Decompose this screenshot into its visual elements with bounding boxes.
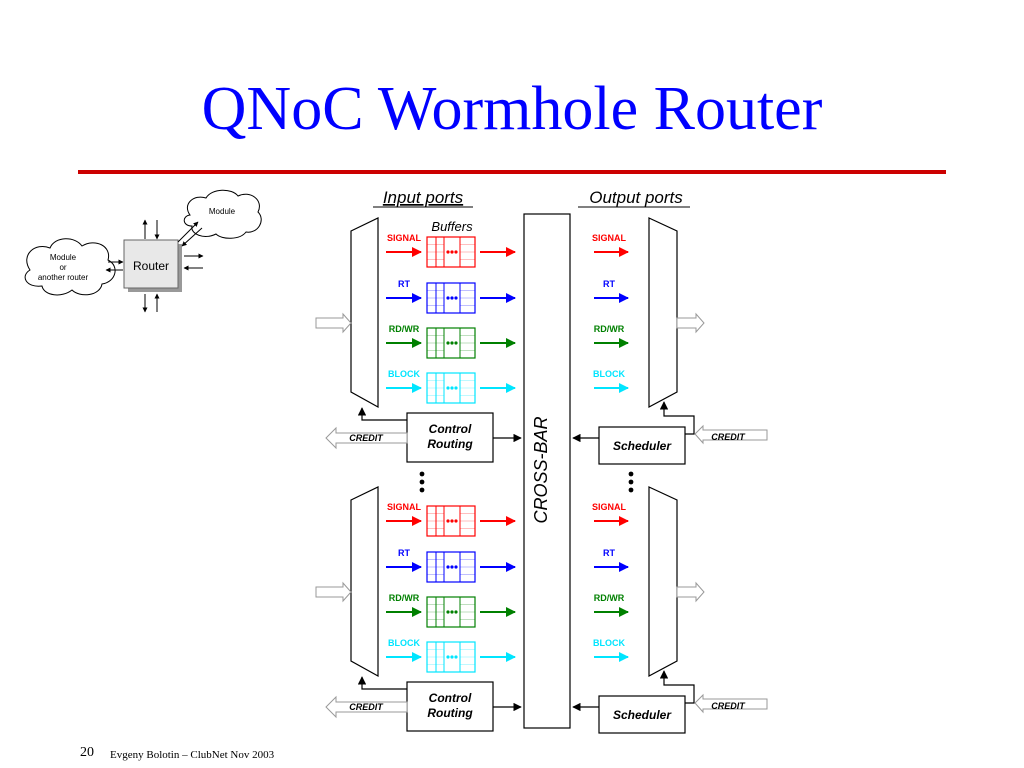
lane-signal: SIGNAL SIGNAL: [386, 233, 629, 268]
port-group-2: SIGNAL SIGNAL RT RT RD/WR RD/WR BLOCK BLOCK Cont…: [315, 486, 768, 734]
lane-rd-wr: RD/WR RD/WR: [386, 593, 629, 628]
credit-label-input: CREDIT: [349, 702, 384, 712]
footer-text: Evgeny Bolotin – ClubNet Nov 2003: [110, 749, 275, 761]
module-link-down: [181, 227, 203, 247]
output-lane-label: SIGNAL: [592, 233, 627, 243]
output-lane-label: BLOCK: [593, 638, 625, 648]
buffer: [426, 372, 476, 404]
scheduler-box: Scheduler: [598, 695, 686, 734]
output-lane-label: RT: [603, 279, 615, 289]
input-lane-label: BLOCK: [388, 369, 420, 379]
input-lane-label: RD/WR: [389, 324, 420, 334]
output-mux: [648, 217, 678, 409]
input-lane-label: RT: [398, 279, 410, 289]
scheduler-box: Scheduler: [598, 426, 686, 465]
input-lane-label: SIGNAL: [387, 233, 422, 243]
scheduler-to-mux-arrow: [659, 670, 695, 704]
input-lane-label: BLOCK: [388, 638, 420, 648]
overview-diagram: Module or another router Module Router: [24, 189, 262, 313]
router-box-label: Router: [133, 259, 169, 273]
control-routing-label: Control: [429, 691, 472, 705]
input-lane-label: RT: [398, 548, 410, 558]
left-cloud: Module or another router: [24, 238, 116, 296]
output-lane-label: RT: [603, 548, 615, 558]
credit-out-arrow: [325, 426, 408, 450]
credit-label-output: CREDIT: [711, 701, 746, 711]
input-mux: [350, 486, 379, 678]
buffer: [426, 551, 476, 583]
ports-ellipsis-output: [628, 471, 634, 493]
buffer: [426, 596, 476, 628]
left-cloud-line-3: another router: [38, 273, 89, 282]
routing-to-mux-arrow: [357, 676, 407, 690]
buffer: [426, 327, 476, 359]
title-underline: [78, 170, 946, 174]
lane-block: BLOCK BLOCK: [386, 369, 629, 404]
credit-label-output: CREDIT: [711, 432, 746, 442]
output-ports-label: Output ports: [589, 188, 683, 207]
port-group-1: SIGNAL SIGNAL RT RT RD/WR RD/WR BLOCK BLOCK Cont…: [315, 217, 768, 465]
buffer: [426, 282, 476, 314]
input-ports-label: Input ports: [383, 188, 464, 207]
input-link-arrow: [315, 581, 352, 603]
control-routing-label: Control: [429, 422, 472, 436]
slide-title: QNoC Wormhole Router: [201, 75, 823, 143]
control-routing-label: Routing: [427, 437, 473, 451]
input-link-arrow: [315, 312, 352, 334]
input-mux: [350, 217, 379, 409]
output-lane-label: RD/WR: [594, 593, 625, 603]
module-link-up: [177, 221, 199, 243]
left-cloud-line-1: Module: [50, 253, 77, 262]
left-cloud-line-2: or: [59, 263, 66, 272]
buffer: [426, 236, 476, 268]
ports-ellipsis-input: [419, 471, 425, 493]
scheduler-label: Scheduler: [613, 439, 672, 453]
lane-signal: SIGNAL SIGNAL: [386, 502, 629, 537]
output-mux: [648, 486, 678, 678]
output-link-arrow: [676, 581, 705, 603]
output-lane-label: BLOCK: [593, 369, 625, 379]
lane-rt: RT RT: [386, 279, 629, 314]
output-link-arrow: [676, 312, 705, 334]
buffers-label: Buffers: [431, 219, 473, 234]
router-box: [123, 239, 179, 289]
buffer: [426, 505, 476, 537]
input-lane-label: RD/WR: [389, 593, 420, 603]
credit-label-input: CREDIT: [349, 433, 384, 443]
output-lane-label: SIGNAL: [592, 502, 627, 512]
control-routing-label: Routing: [427, 706, 473, 720]
credit-out-arrow: [325, 695, 408, 719]
crossbar-box: [523, 213, 571, 729]
crossbar-label: CROSS-BAR: [531, 416, 551, 523]
routing-to-mux-arrow: [357, 407, 407, 421]
module-cloud: Module: [183, 189, 262, 239]
credit-in-arrow: [694, 424, 768, 445]
output-lane-label: RD/WR: [594, 324, 625, 334]
credit-in-arrow: [694, 693, 768, 714]
input-lane-label: SIGNAL: [387, 502, 422, 512]
module-cloud-label: Module: [209, 207, 236, 216]
scheduler-to-mux-arrow: [659, 401, 695, 435]
buffer: [426, 641, 476, 673]
lane-block: BLOCK BLOCK: [386, 638, 629, 673]
page-number: 20: [80, 745, 94, 760]
lane-rt: RT RT: [386, 548, 629, 583]
scheduler-label: Scheduler: [613, 708, 672, 722]
lane-rd-wr: RD/WR RD/WR: [386, 324, 629, 359]
